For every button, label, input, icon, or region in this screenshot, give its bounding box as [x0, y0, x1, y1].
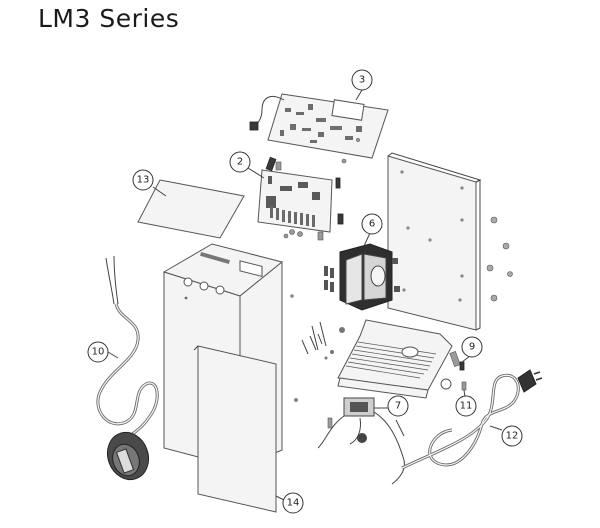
callout-10: 10 [87, 341, 109, 363]
part-9-fuse-holder [449, 351, 465, 371]
callout-3-label: 3 [359, 75, 365, 86]
callout-2: 2 [229, 151, 251, 173]
callout-6-label: 6 [369, 219, 375, 230]
part-10-dc-output-cord [96, 255, 159, 481]
part-14-side-panel [193, 345, 277, 513]
callout-13-label: 13 [137, 175, 150, 186]
callout-12-label: 12 [506, 431, 519, 442]
callout-12: 12 [501, 425, 523, 447]
callout-9-label: 9 [469, 342, 475, 353]
part-13-insulation-sheet [137, 179, 245, 239]
callout-14: 14 [282, 492, 304, 514]
callout-7: 7 [387, 395, 409, 417]
page-title: LM3 Series [38, 4, 180, 33]
heat-sink-assembly [301, 319, 453, 399]
callout-9: 9 [461, 336, 483, 358]
callout-2-label: 2 [237, 157, 243, 168]
part-6-transformer [324, 243, 400, 311]
callout-7-label: 7 [395, 401, 401, 412]
part-2-power-board [257, 156, 344, 241]
callout-11-label: 11 [460, 401, 473, 412]
callout-6: 6 [361, 213, 383, 235]
part-3-control-board [249, 93, 389, 164]
callout-13: 13 [132, 169, 154, 191]
callout-3: 3 [351, 69, 373, 91]
part-11-fuse [461, 381, 467, 391]
callout-14-label: 14 [287, 498, 300, 509]
part-12-ac-power-cord [401, 369, 543, 470]
back-panel [387, 152, 513, 331]
part-7-ammeter-harness [317, 397, 405, 485]
callout-10-label: 10 [92, 347, 105, 358]
leader-lines [107, 89, 503, 501]
callout-11: 11 [455, 395, 477, 417]
